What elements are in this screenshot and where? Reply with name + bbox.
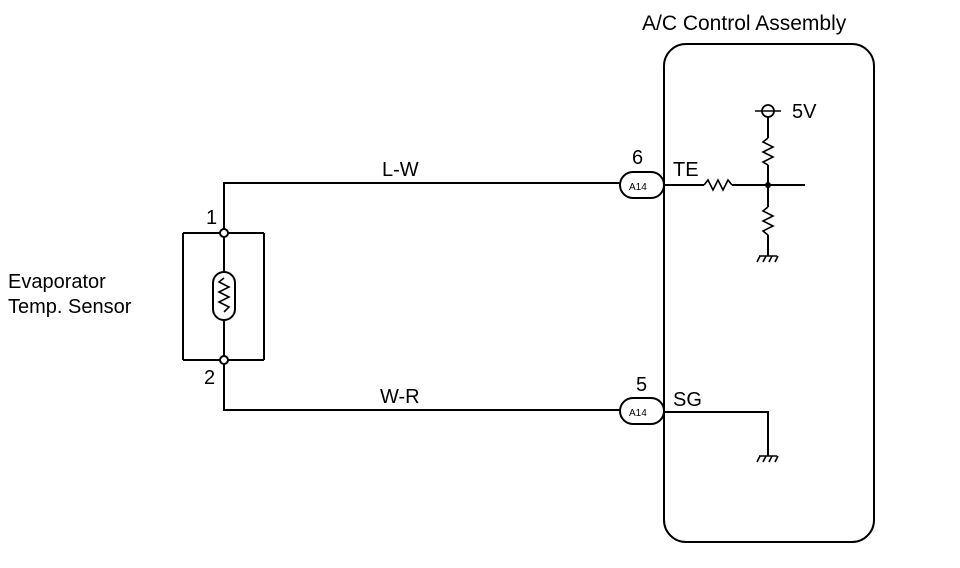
- terminal-sg: SG: [673, 389, 702, 411]
- connector-top-code: A14: [629, 182, 647, 193]
- thermistor-symbol: [212, 271, 236, 321]
- wire-lw: [223, 182, 620, 229]
- pulldown-resistor: [761, 206, 775, 236]
- connector-top-pin: 6: [632, 147, 643, 169]
- wire-wr: [223, 364, 620, 411]
- sensor-pin-2: 2: [204, 367, 215, 389]
- ground-icon: [756, 255, 779, 263]
- ground-icon: [756, 455, 779, 463]
- connector-bottom-code: A14: [629, 408, 647, 419]
- pullup-resistor: [761, 137, 775, 166]
- sg-internal-circuit: [664, 411, 779, 463]
- terminal-te: TE: [673, 159, 699, 181]
- sensor-label-line1: Evaporator: [8, 271, 106, 293]
- connector-bottom-pin: 5: [636, 374, 647, 396]
- sensor-pin-1: 1: [206, 207, 217, 229]
- sensor-terminal-1: [219, 228, 229, 238]
- te-internal-circuit: [664, 104, 805, 263]
- assembly-title: A/C Control Assembly: [642, 12, 847, 35]
- te-series-resistor: [703, 178, 733, 192]
- sensor-terminal-2: [219, 355, 229, 365]
- power-voltage-label: 5V: [792, 101, 817, 123]
- wire-wr-label: W-R: [380, 386, 420, 408]
- evaporator-sensor: [182, 228, 265, 365]
- wire-lw-label: L-W: [382, 159, 419, 181]
- sensor-label-line2: Temp. Sensor: [8, 296, 132, 318]
- control-assembly-box: [663, 43, 875, 543]
